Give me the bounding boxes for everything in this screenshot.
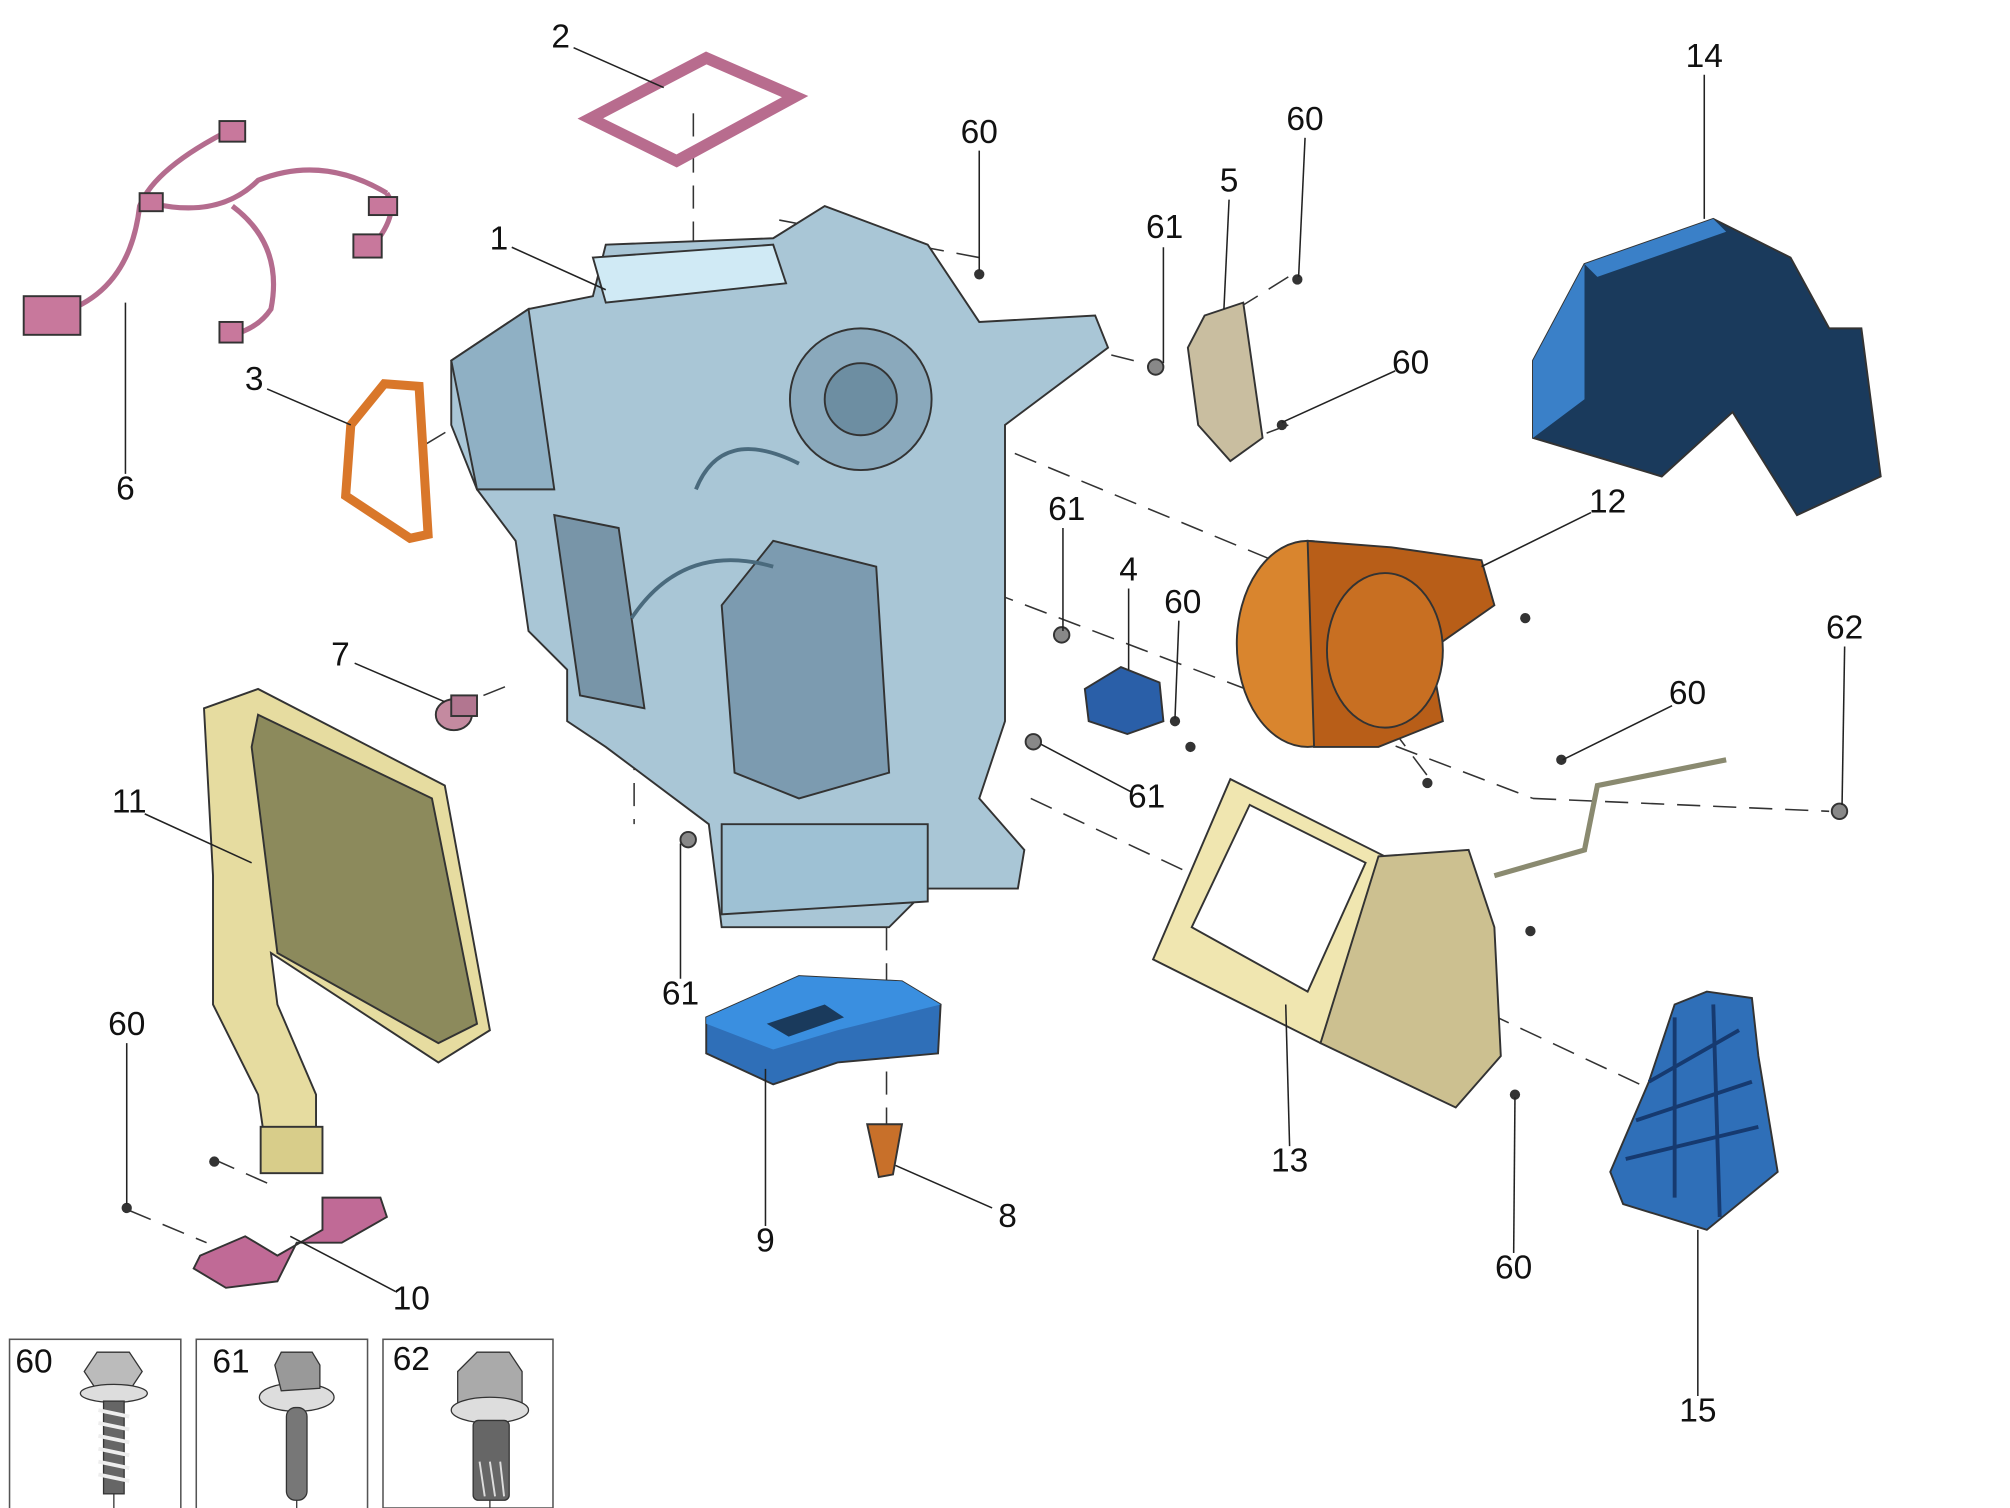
callout-61[interactable]: 61: [1048, 491, 1085, 528]
callout-60[interactable]: 60: [1392, 344, 1429, 381]
part-11-evaporator[interactable]: [202, 687, 491, 1175]
bolt-61[interactable]: [1052, 626, 1071, 644]
legend-label-60: 60: [15, 1344, 52, 1381]
callout-61[interactable]: 61: [1128, 778, 1165, 815]
screw-60[interactable]: [1520, 612, 1531, 624]
part-1-hvac-housing[interactable]: [450, 204, 1110, 929]
callout-14[interactable]: 14: [1686, 38, 1723, 75]
tapping-screw-icon: [79, 1351, 148, 1508]
callout-3[interactable]: 3: [245, 361, 264, 398]
part-2-gasket[interactable]: [577, 51, 809, 168]
part-13-heater-core[interactable]: [1151, 757, 1727, 1109]
part-12-blower-motor[interactable]: [1235, 539, 1496, 748]
callout-61[interactable]: 61: [1146, 209, 1183, 246]
screw-60[interactable]: [1292, 274, 1303, 285]
part-14-cover[interactable]: [1532, 217, 1882, 517]
bolt-61[interactable]: [1146, 358, 1165, 376]
part-7-plug[interactable]: [434, 694, 478, 732]
callout-62[interactable]: 62: [1826, 610, 1863, 647]
leader-lines: [124, 46, 1846, 1396]
part-6-wiring-harness[interactable]: [22, 120, 399, 344]
screw-60[interactable]: [974, 269, 985, 280]
callout-4[interactable]: 4: [1119, 552, 1138, 589]
callout-6[interactable]: 6: [116, 470, 135, 507]
callout-5[interactable]: 5: [1220, 163, 1239, 200]
bolt-61[interactable]: [1024, 733, 1043, 751]
legend-label-62: 62: [393, 1341, 430, 1378]
part-4-actuator[interactable]: [1083, 665, 1165, 736]
callout-11[interactable]: 11: [112, 783, 147, 820]
callout-1[interactable]: 1: [490, 221, 509, 258]
callout-8[interactable]: 8: [998, 1198, 1017, 1235]
splined-bolt-icon: [450, 1351, 530, 1508]
callout-60[interactable]: 60: [1286, 101, 1323, 138]
callout-labels: 2 1 3 6 7 11 60 10 9 8 61 61 61 61 60 5 …: [108, 18, 1863, 1429]
part-5-resistor[interactable]: [1186, 301, 1264, 463]
fastener-legend: 60 61 62: [8, 1338, 554, 1508]
part-3-gasket[interactable]: [340, 379, 433, 544]
callout-60[interactable]: 60: [1669, 675, 1706, 712]
screw-60[interactable]: [1422, 777, 1433, 789]
callout-2[interactable]: 2: [551, 18, 570, 55]
screw-60[interactable]: [1169, 716, 1181, 727]
screw-60[interactable]: [1185, 741, 1196, 753]
callout-9[interactable]: 9: [756, 1223, 775, 1260]
legend-box-62[interactable]: 62: [382, 1338, 554, 1508]
callout-10[interactable]: 10: [393, 1281, 430, 1318]
fasteners: [121, 269, 1849, 1214]
screw-60[interactable]: [209, 1156, 220, 1167]
part-10-bracket[interactable]: [192, 1196, 389, 1289]
bolt-61[interactable]: [679, 830, 697, 849]
screw-60[interactable]: [121, 1202, 132, 1214]
part-9-foam-pad[interactable]: [705, 975, 942, 1086]
screw-60[interactable]: [1509, 1089, 1521, 1100]
callout-15[interactable]: 15: [1679, 1393, 1716, 1430]
callout-60[interactable]: 60: [1495, 1250, 1532, 1287]
bolt-62[interactable]: [1830, 802, 1849, 820]
callout-60[interactable]: 60: [1164, 584, 1201, 621]
callout-60[interactable]: 60: [961, 114, 998, 151]
callout-13[interactable]: 13: [1271, 1143, 1308, 1180]
screw-60[interactable]: [1276, 419, 1288, 431]
screw-60[interactable]: [1525, 925, 1536, 937]
part-8-drain[interactable]: [866, 1123, 904, 1179]
callout-7[interactable]: 7: [331, 637, 350, 674]
flange-bolt-icon: [258, 1351, 335, 1508]
screw-60[interactable]: [1556, 754, 1567, 765]
legend-label-61: 61: [212, 1344, 249, 1381]
legend-box-60[interactable]: 60: [8, 1338, 182, 1508]
legend-box-61[interactable]: 61: [195, 1338, 369, 1508]
callout-12[interactable]: 12: [1589, 483, 1626, 520]
part-15-filter-grille[interactable]: [1609, 990, 1779, 1231]
callout-61[interactable]: 61: [662, 975, 699, 1012]
callout-60[interactable]: 60: [108, 1006, 145, 1043]
